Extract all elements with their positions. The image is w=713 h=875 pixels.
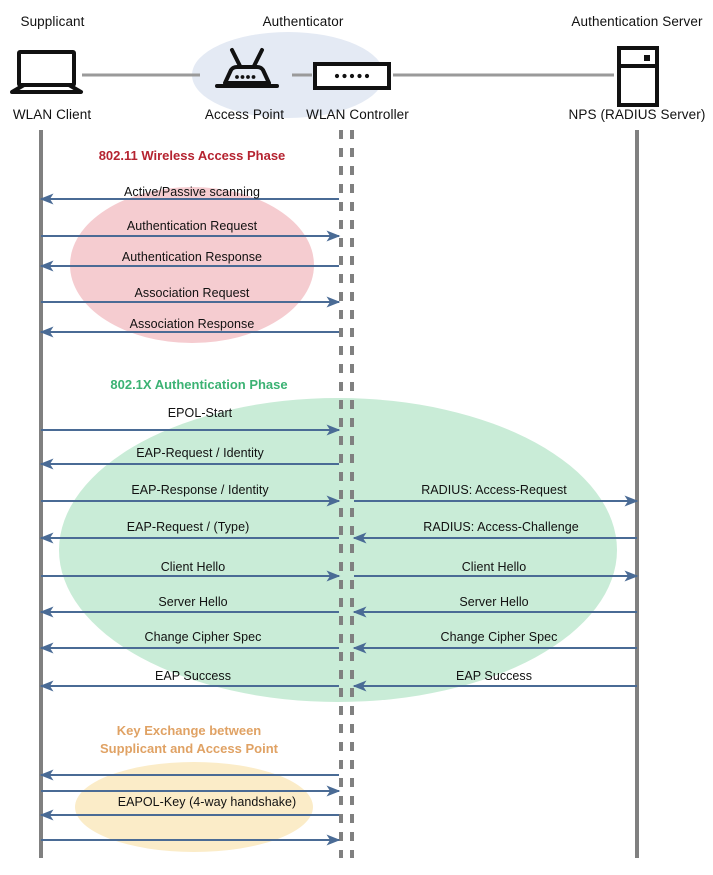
message-arrow-layer [39,193,639,846]
authenticator-group-ellipse [192,32,384,118]
access-point-icon [215,48,279,88]
phase-key-exchange-ellipse [75,762,313,852]
laptop-icon [10,50,83,94]
server-icon [617,46,659,107]
phase-802-1x-ellipse [59,398,617,702]
wlan-controller-icon [313,62,391,90]
